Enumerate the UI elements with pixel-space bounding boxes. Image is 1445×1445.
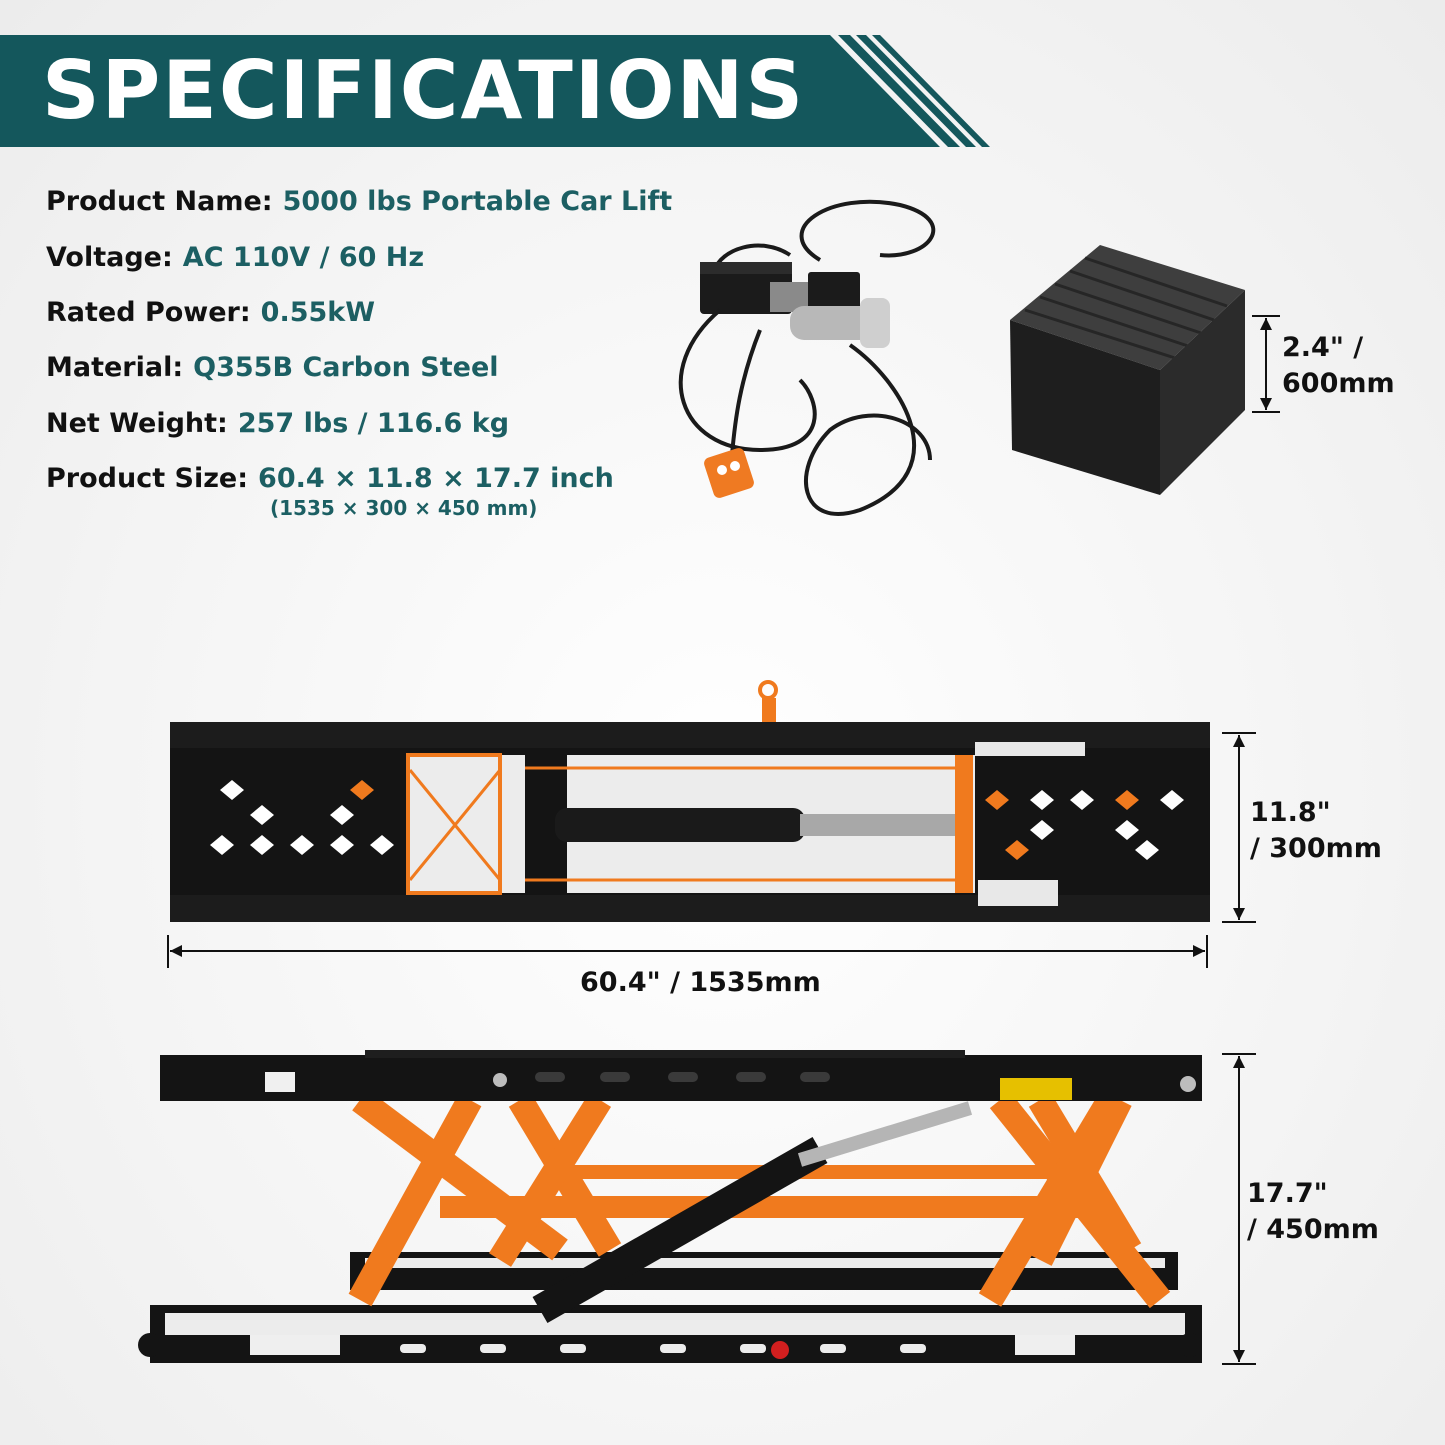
width-label: 11.8" / 300mm <box>1250 795 1382 867</box>
width-line1: 11.8" <box>1250 797 1331 828</box>
pad-height-line1: 2.4" / <box>1282 332 1364 363</box>
length-arrow <box>167 935 1208 968</box>
spec-label: Material: <box>46 352 184 383</box>
height-label: 17.7" / 450mm <box>1247 1176 1379 1248</box>
rubber-pad-illustration <box>1010 245 1245 495</box>
height-line2: / 450mm <box>1247 1214 1379 1245</box>
spec-value: 257 lbs / 116.6 kg <box>237 408 510 439</box>
spec-product-size: Product Size: 60.4 × 11.8 × 17.7 inch <box>46 463 614 494</box>
spec-label: Voltage: <box>46 242 173 273</box>
lift-top-view <box>170 680 1210 922</box>
height-line1: 17.7" <box>1247 1178 1328 1209</box>
spec-voltage: Voltage: AC 110V / 60 Hz <box>46 242 424 273</box>
spec-value: 0.55kW <box>260 297 376 328</box>
pad-height-arrow <box>1252 315 1280 413</box>
width-arrow <box>1222 732 1256 923</box>
pad-height-line2: 600mm <box>1282 368 1395 399</box>
spec-size-metric: (1535 × 300 × 450 mm) <box>270 496 538 520</box>
width-line2: / 300mm <box>1250 833 1382 864</box>
banner-shape <box>0 35 990 147</box>
spec-rated-power: Rated Power: 0.55kW <box>46 297 375 328</box>
spec-value: AC 110V / 60 Hz <box>182 242 425 273</box>
spec-label: Product Name: <box>46 186 273 217</box>
spec-value: 5000 lbs Portable Car Lift <box>282 186 673 217</box>
spec-material: Material: Q355B Carbon Steel <box>46 352 499 383</box>
spec-product-name: Product Name: 5000 lbs Portable Car Lift <box>46 186 672 217</box>
hydraulic-pump-illustration <box>678 199 936 516</box>
length-label: 60.4" / 1535mm <box>580 967 821 998</box>
pad-height-label: 2.4" / 600mm <box>1282 330 1395 402</box>
spec-label: Product Size: <box>46 463 249 494</box>
height-arrow <box>1222 1053 1256 1365</box>
specifications-banner <box>0 35 990 147</box>
spec-label: Net Weight: <box>46 408 228 439</box>
lift-side-view <box>138 1050 1202 1363</box>
spec-net-weight: Net Weight: 257 lbs / 116.6 kg <box>46 408 509 439</box>
spec-value: Q355B Carbon Steel <box>193 352 499 383</box>
spec-value: 60.4 × 11.8 × 17.7 inch <box>258 463 614 494</box>
page-title: SPECIFICATIONS <box>42 44 806 137</box>
spec-label: Rated Power: <box>46 297 251 328</box>
